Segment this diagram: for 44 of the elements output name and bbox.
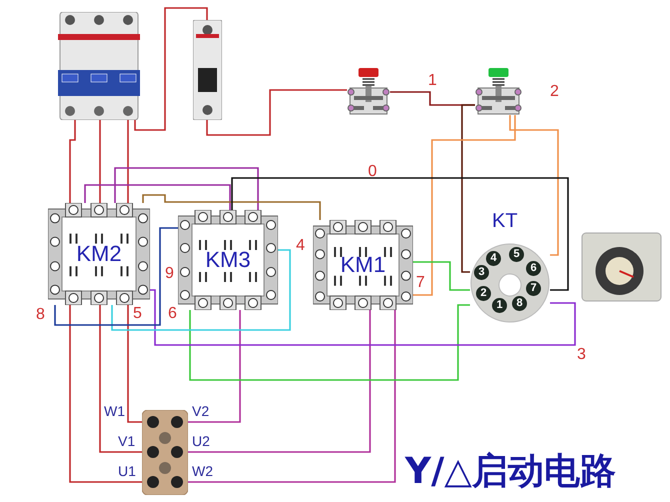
wire [188, 310, 241, 423]
wire [99, 305, 142, 453]
wire [188, 310, 371, 453]
terminal-label: U1 [118, 464, 136, 478]
wire [114, 167, 259, 210]
terminal-label: V2 [192, 404, 210, 418]
wire-number: 5 [133, 306, 142, 322]
wire [231, 177, 569, 291]
contactor-label: KM2 [75, 241, 123, 267]
relay-label: KT [492, 210, 518, 232]
wire [142, 194, 321, 220]
wire-number: 3 [577, 347, 586, 363]
wire-number: 6 [168, 306, 177, 322]
wire [461, 104, 475, 273]
terminal-label: V1 [118, 434, 136, 448]
wire-number: 4 [296, 238, 305, 254]
contactor-label: KM3 [204, 247, 252, 273]
wire [54, 227, 178, 326]
wire [134, 7, 208, 131]
terminal-label: U2 [192, 434, 210, 448]
wire [84, 184, 231, 210]
wire-number: 0 [368, 164, 377, 180]
wire [99, 120, 101, 203]
wire [206, 89, 347, 136]
wire-number: 1 [428, 73, 437, 89]
wire [413, 115, 516, 296]
wire [127, 305, 142, 423]
wire [69, 120, 76, 203]
wire-number: 7 [416, 275, 425, 291]
wire [111, 249, 291, 331]
wire-number: 8 [36, 307, 45, 323]
diagram-title: Y/△启动电路 [405, 452, 616, 492]
wire [69, 305, 142, 483]
wire [509, 115, 559, 256]
wire [150, 289, 576, 346]
wire [413, 261, 470, 291]
wire [127, 120, 129, 203]
contactor-label: KM1 [339, 252, 387, 278]
terminal-label: W1 [104, 404, 125, 418]
wire-number: 2 [550, 84, 559, 100]
wire [189, 304, 470, 381]
terminal-label: W2 [192, 464, 213, 478]
wire-number: 9 [165, 266, 174, 282]
wire [188, 310, 396, 483]
